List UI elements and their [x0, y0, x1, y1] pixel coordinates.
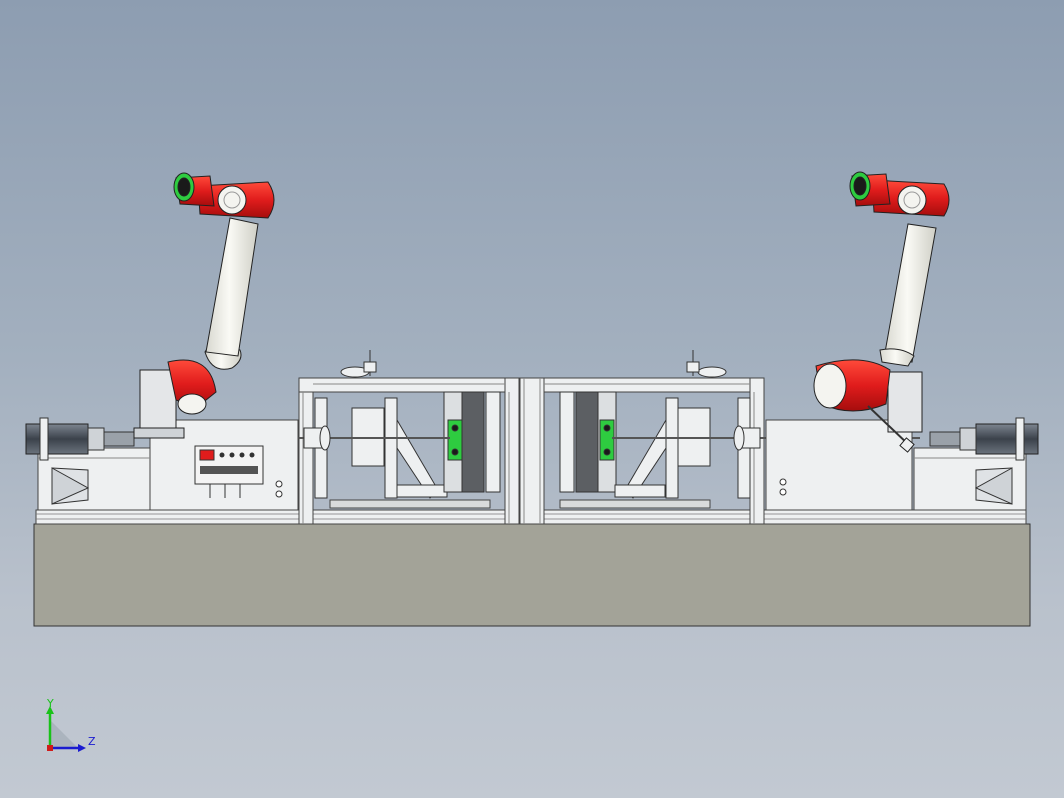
right-center-frame[interactable] — [519, 377, 765, 525]
right-robot-arm[interactable] — [813, 171, 950, 453]
shaft-coupling-left[interactable] — [303, 425, 331, 451]
y-axis-label: Y — [46, 698, 54, 710]
right-clamp-fixture[interactable] — [559, 391, 751, 499]
handwheel-right[interactable] — [686, 350, 727, 378]
right-control-cabinet[interactable] — [765, 419, 913, 511]
right-linear-module[interactable] — [913, 447, 1027, 511]
left-robot-arm[interactable] — [133, 172, 275, 439]
left-clamp-fixture[interactable] — [314, 391, 501, 499]
right-servo-motor[interactable] — [929, 417, 1039, 461]
shaft-coupling-right[interactable] — [733, 425, 761, 451]
left-linear-module[interactable] — [37, 447, 151, 511]
left-servo-motor[interactable] — [25, 417, 135, 461]
base-slab[interactable] — [33, 523, 1031, 627]
left-center-frame[interactable] — [298, 377, 520, 525]
handwheel-left[interactable] — [340, 350, 377, 378]
coordinate-triad: Y Z — [46, 698, 96, 752]
z-axis-label: Z — [88, 735, 96, 748]
